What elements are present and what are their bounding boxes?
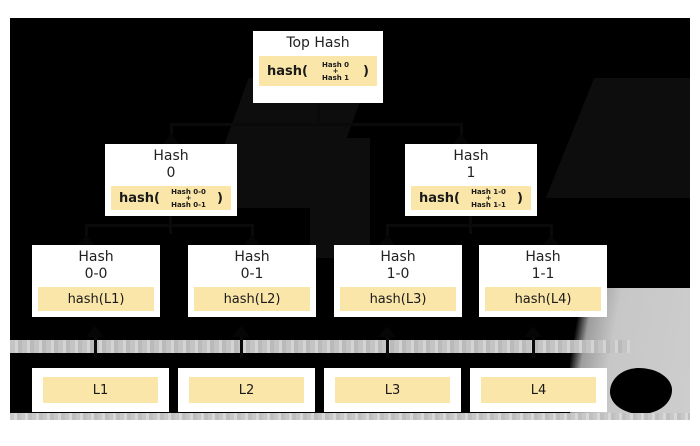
arrowhead-l3	[378, 326, 396, 337]
node-hash-1-0-value: hash(L3)	[340, 287, 456, 311]
arrowhead-hash1	[452, 134, 470, 145]
arrowhead-hash11	[542, 235, 560, 246]
texture-black-blob	[610, 368, 672, 414]
node-hash-0[interactable]: Hash 0 hash( Hash 0-0 + Hash 0-1 )	[105, 144, 237, 216]
node-hash-0-label: Hash 0	[153, 148, 189, 181]
connector-l4-stem	[532, 336, 535, 358]
connector-l2-stem	[240, 336, 243, 358]
connector-hash0-to-hash01	[251, 224, 254, 236]
operand-operator: +	[485, 193, 492, 202]
arrowhead-hash10	[378, 235, 396, 246]
arrowhead-l1	[86, 326, 104, 337]
texture-grey-strip-upper	[10, 340, 630, 353]
hash-close-paren: )	[363, 63, 369, 79]
data-block-l2-label: L2	[189, 377, 304, 403]
node-hash-1-0-label: Hash 1-0	[380, 249, 416, 282]
node-hash-0-0[interactable]: Hash 0-0 hash(L1)	[32, 245, 160, 317]
hash-operands: Hash 1-0 + Hash 1-1	[469, 188, 508, 209]
hash-close-paren: )	[217, 190, 223, 206]
merkle-tree-canvas: Top Hash hash( Hash 0 + Hash 1 ) Hash 0 …	[10, 18, 690, 420]
operand-operator: +	[332, 66, 339, 75]
hash-keyword: hash(	[119, 190, 160, 206]
operand-top: Hash 1-0	[471, 187, 506, 196]
connector-l3-stem	[386, 336, 389, 358]
node-hash-1[interactable]: Hash 1 hash( Hash 1-0 + Hash 1-1 )	[405, 144, 537, 216]
connector-l1-stem	[94, 336, 97, 358]
connector-hash0-bus	[86, 224, 254, 227]
node-hash-0-value: hash( Hash 0-0 + Hash 0-1 )	[111, 186, 231, 210]
operand-top: Hash 0-0	[171, 187, 206, 196]
data-block-l3-label: L3	[335, 377, 450, 403]
operand-operator: +	[185, 193, 192, 202]
data-block-l4[interactable]: L4	[470, 368, 607, 412]
connector-hash0-to-hash00	[85, 224, 88, 236]
data-block-l2[interactable]: L2	[178, 368, 315, 412]
connector-root-bus	[171, 123, 463, 126]
connector-root-to-hash0	[170, 123, 173, 135]
background-wash	[310, 138, 370, 258]
arrowhead-hash01	[243, 235, 261, 246]
background-wash	[545, 78, 690, 198]
hash-value-text: hash(L1)	[67, 291, 125, 307]
arrowhead-l4	[524, 326, 542, 337]
hash-value-text: hash(L4)	[514, 291, 572, 307]
node-hash-0-0-label: Hash 0-0	[78, 249, 114, 282]
hash-close-paren: )	[517, 190, 523, 206]
connector-hash1-to-hash10	[386, 224, 389, 236]
arrowhead-hash0	[162, 134, 180, 145]
hash-keyword: hash(	[419, 190, 460, 206]
node-top-hash-label: Top Hash	[286, 35, 350, 51]
node-hash-0-1-label: Hash 0-1	[234, 249, 270, 282]
node-hash-1-1-value: hash(L4)	[485, 287, 601, 311]
connector-hash1-bus	[387, 224, 553, 227]
hash-value-text: hash(L3)	[369, 291, 427, 307]
hash-value-text: hash(L2)	[223, 291, 281, 307]
hash-operands: Hash 0-0 + Hash 0-1	[169, 188, 208, 209]
operand-bottom: Hash 0-1	[171, 200, 206, 209]
node-hash-1-1-label: Hash 1-1	[525, 249, 561, 282]
texture-grey-strip-lower	[10, 413, 690, 420]
arrowhead-hash00	[77, 235, 95, 246]
data-block-l1-label: L1	[43, 377, 158, 403]
operand-bottom: Hash 1-1	[471, 200, 506, 209]
connector-root-stem	[317, 103, 320, 123]
hash-keyword: hash(	[267, 63, 308, 79]
hash-operands: Hash 0 + Hash 1	[317, 61, 354, 82]
operand-bottom: Hash 1	[321, 73, 350, 82]
data-block-l3[interactable]: L3	[324, 368, 461, 412]
node-hash-0-1-value: hash(L2)	[194, 287, 310, 311]
node-hash-0-0-value: hash(L1)	[38, 287, 154, 311]
node-hash-1-0[interactable]: Hash 1-0 hash(L3)	[334, 245, 462, 317]
node-hash-1-label: Hash 1	[453, 148, 489, 181]
node-hash-1-1[interactable]: Hash 1-1 hash(L4)	[479, 245, 607, 317]
data-block-l4-label: L4	[481, 377, 596, 403]
connector-root-to-hash1	[460, 123, 463, 135]
node-top-hash-value: hash( Hash 0 + Hash 1 )	[259, 56, 377, 86]
node-hash-1-value: hash( Hash 1-0 + Hash 1-1 )	[411, 186, 531, 210]
node-top-hash[interactable]: Top Hash hash( Hash 0 + Hash 1 )	[253, 31, 383, 103]
data-block-l1[interactable]: L1	[32, 368, 169, 412]
connector-hash1-to-hash11	[550, 224, 553, 236]
node-hash-0-1[interactable]: Hash 0-1 hash(L2)	[188, 245, 316, 317]
operand-top: Hash 0	[321, 60, 350, 69]
arrowhead-l2	[232, 326, 250, 337]
